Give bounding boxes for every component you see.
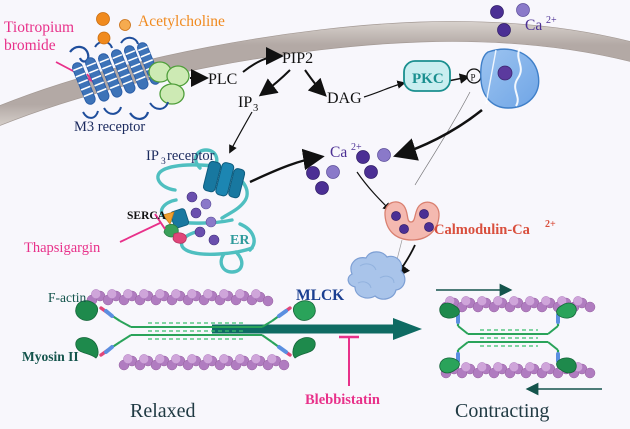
ip3-receptor[interactable]: [202, 159, 246, 200]
myosin-thick-filament: [457, 325, 559, 351]
extracellular-calcium-label: Ca 2+: [525, 15, 557, 34]
er-calcium-dots: [186, 191, 220, 246]
thapsigargin-label: Thapsigargin: [24, 240, 101, 256]
acetylcholine-dot: [96, 12, 110, 26]
arrow-plc-to-pip2: [242, 47, 284, 73]
svg-text:Calmodulin-Ca: Calmodulin-Ca: [434, 222, 531, 238]
phosphate-label: P: [471, 73, 476, 83]
arrow-pip2-to-dag: [304, 69, 327, 97]
f-actin-filament: [86, 289, 274, 307]
pkc-label: PKC: [412, 71, 444, 87]
relaxed-state-label: Relaxed: [130, 400, 196, 422]
contraction-arrow: [212, 318, 422, 340]
ip3-label: IP 3: [238, 94, 258, 114]
acetylcholine-dot: [97, 31, 111, 45]
tiotropium-bromide-label-line1: Tiotropium: [4, 19, 74, 36]
svg-text:IP: IP: [146, 148, 159, 164]
contracting-state-label: Contracting: [455, 400, 549, 422]
calmodulin-complex[interactable]: [384, 201, 440, 241]
g-protein[interactable]: [148, 61, 190, 110]
myosin-head: [271, 300, 316, 322]
myosin-head: [439, 302, 460, 326]
cytosolic-calcium-label: Ca 2+: [330, 142, 362, 161]
signal-arrows-upper: [190, 47, 483, 283]
f-actin-filament: [118, 354, 290, 371]
arrow-dag-to-pkc: [363, 80, 406, 98]
arrow-pkc-to-phosphate: [447, 73, 471, 84]
sarcomere-relaxed: [75, 289, 316, 371]
svg-text:receptor: receptor: [167, 148, 215, 164]
svg-text:Ca: Ca: [525, 17, 542, 34]
svg-text:IP: IP: [238, 94, 252, 111]
myosin-thick-filament: [119, 320, 273, 343]
svg-text:3: 3: [161, 157, 166, 167]
extracellular-calcium-dots: [490, 3, 530, 37]
serca-pump[interactable]: [162, 208, 190, 244]
m3-receptor-label: M3 receptor: [74, 119, 145, 135]
myosin-head: [556, 350, 577, 374]
svg-text:3: 3: [253, 103, 258, 114]
pkc-node[interactable]: [403, 60, 451, 92]
m3-receptor[interactable]: [69, 36, 162, 120]
myosin-head: [439, 350, 460, 374]
serca-label: SERCA: [127, 210, 167, 222]
myosin-head: [556, 302, 577, 326]
arrow-pip2-to-ip3: [258, 69, 291, 97]
thapsigargin-inhibition: [119, 213, 166, 243]
acetylcholine-dot: [119, 19, 131, 31]
blebbistatin-inhibition: [339, 335, 359, 386]
blebbistatin-label: Blebbistatin: [305, 392, 380, 408]
ip3-receptor-label: IP 3 receptor: [146, 148, 215, 167]
svg-text:2+: 2+: [545, 219, 556, 230]
svg-text:Ca: Ca: [330, 144, 347, 161]
arrow-channel-to-cytosolic-ca: [393, 108, 483, 161]
calmodulin-label: Calmodulin-Ca 2+: [434, 219, 556, 238]
myosin-head: [75, 300, 121, 322]
myosin-ii-label: Myosin II: [22, 349, 79, 364]
tiotropium-bromide-label-line2: bromide: [4, 37, 56, 54]
sarcomere-contracting: [436, 283, 602, 396]
calcium-channel[interactable]: [480, 47, 540, 109]
acetylcholine-label: Acetylcholine: [138, 13, 225, 30]
svg-text:2+: 2+: [546, 15, 557, 26]
mlck-protein[interactable]: [347, 251, 406, 300]
myosin-head: [75, 337, 121, 359]
dag-label: DAG: [327, 90, 362, 107]
arrow-ip3r-to-cytosolic-ca: [249, 148, 325, 184]
cytosolic-calcium-dots: [306, 148, 391, 195]
pip2-label: PIP2: [282, 50, 313, 67]
acetylcholine-molecules: [96, 12, 131, 45]
plc-label: PLC: [208, 71, 237, 88]
f-actin-label: F-actin: [48, 290, 86, 305]
arrow-channel-leader: [414, 91, 471, 186]
er-label: ER: [230, 233, 250, 248]
arrow-ip3-to-ip3receptor: [229, 111, 253, 154]
svg-text:2+: 2+: [351, 142, 362, 153]
myosin-head: [271, 337, 316, 359]
mlck-label: MLCK: [296, 287, 344, 304]
